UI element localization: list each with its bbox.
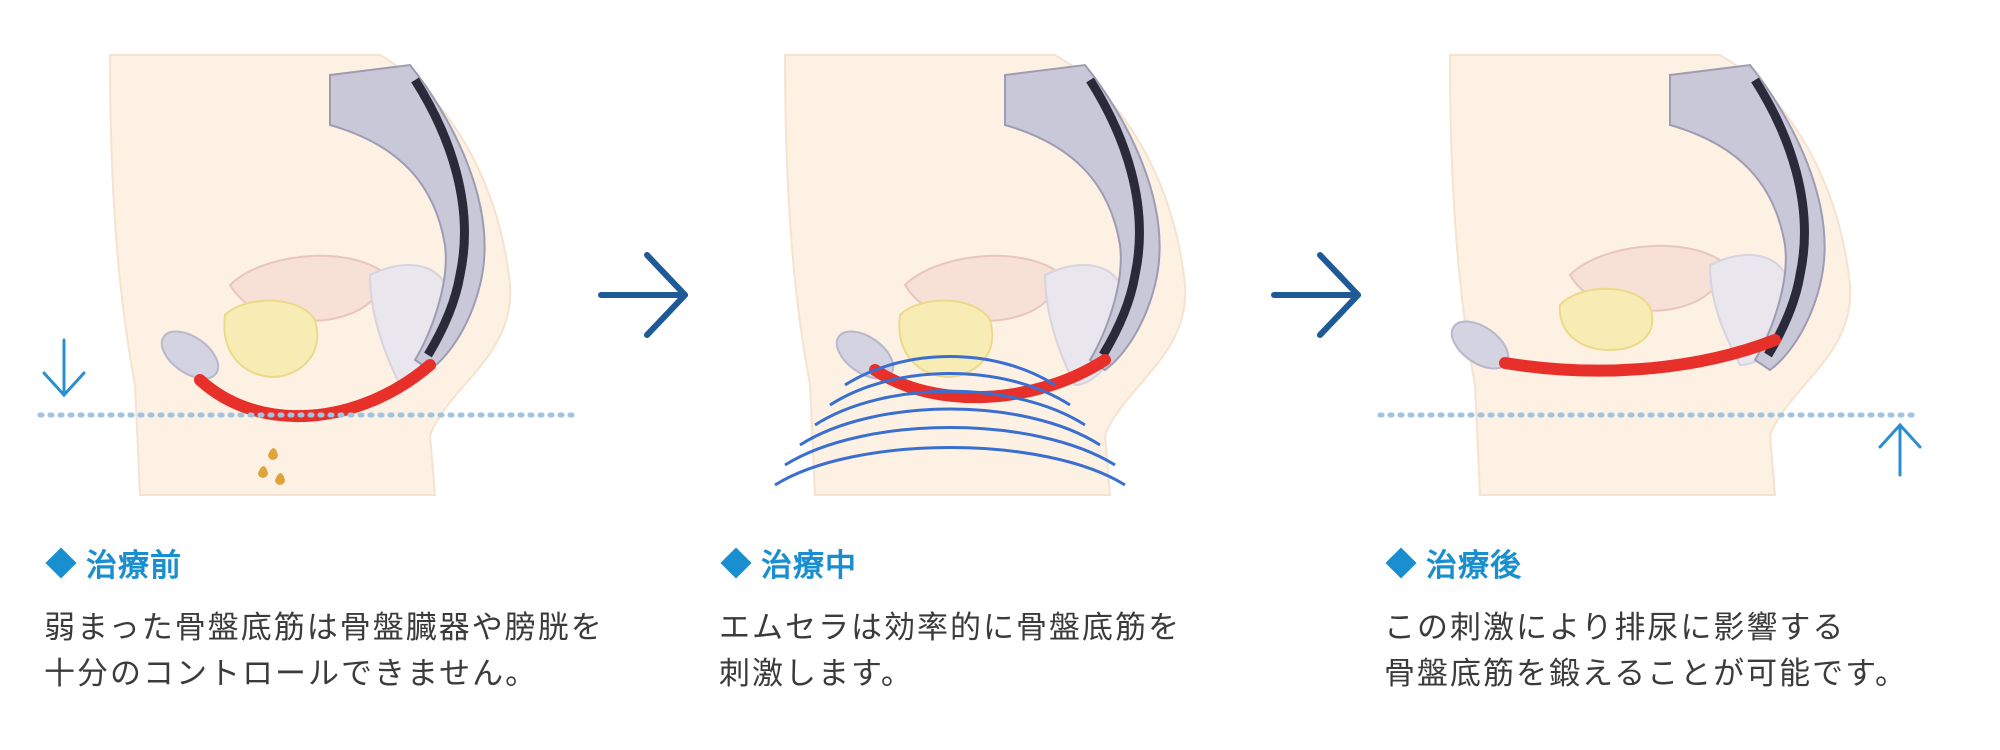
arrow-down-icon [42,338,86,398]
description-line: 十分のコントロールできません。 [44,656,539,692]
caption-after: 治療後 この刺激により排尿に影響する 骨盤底筋を鍛えることが可能です。 [1384,540,2000,697]
caption-before: 治療前 弱まった骨盤底筋は骨盤臓器や膀胱を 十分のコントロールできません。 [44,540,684,697]
spinal-canal [411,77,469,358]
stimulation-waves [774,355,1126,487]
description-line: 刺激します。 [719,656,914,692]
pelvic-floor-muscle [869,354,1111,404]
diamond-icon [1385,546,1417,579]
section-heading: 治療前 [44,540,684,585]
heading-text: 治療中 [761,548,857,584]
arrow-right-icon [598,252,688,338]
description-line: 弱まった骨盤底筋は骨盤臓器や膀胱を [44,610,604,646]
bladder [223,299,319,379]
caption-during: 治療中 エムセラは効率的に骨盤底筋を 刺激します。 [719,540,1359,697]
diamond-icon [45,546,77,579]
section-heading: 治療中 [719,540,1359,585]
diamond-icon [720,546,752,579]
panel-during-treatment: 治療中 エムセラは効率的に骨盤底筋を 刺激します。 [705,0,1265,750]
heading-text: 治療前 [86,548,182,584]
pelvic-floor-muscle [1499,334,1781,377]
description-line: エムセラは効率的に骨盤底筋を [719,610,1181,646]
description-line: 骨盤底筋を鍛えることが可能です。 [1384,656,1908,692]
arrow-up-icon [1878,422,1922,477]
description-line: この刺激により排尿に影響する [1384,610,1846,646]
description: この刺激により排尿に影響する 骨盤底筋を鍛えることが可能です。 [1384,605,2000,697]
urine-leak-drops [258,448,285,485]
pelvis-illustration-before [37,54,583,496]
description: エムセラは効率的に骨盤底筋を 刺激します。 [719,605,1359,697]
heading-text: 治療後 [1426,548,1522,584]
section-heading: 治療後 [1384,540,2000,585]
description: 弱まった骨盤底筋は骨盤臓器や膀胱を 十分のコントロールできません。 [44,605,684,697]
panel-after-treatment: 治療後 この刺激により排尿に影響する 骨盤底筋を鍛えることが可能です。 [1370,0,1930,750]
pelvis-illustration-during [774,54,1187,496]
pubic-bone [160,330,220,380]
pelvis-illustration-after [1377,54,1923,496]
panel-before-treatment: 治療前 弱まった骨盤底筋は骨盤臓器や膀胱を 十分のコントロールできません。 [30,0,602,750]
spinal-canal [1751,77,1809,358]
arrow-right-icon [1271,252,1361,338]
bladder [1558,287,1654,352]
spinal-canal [1086,77,1144,358]
